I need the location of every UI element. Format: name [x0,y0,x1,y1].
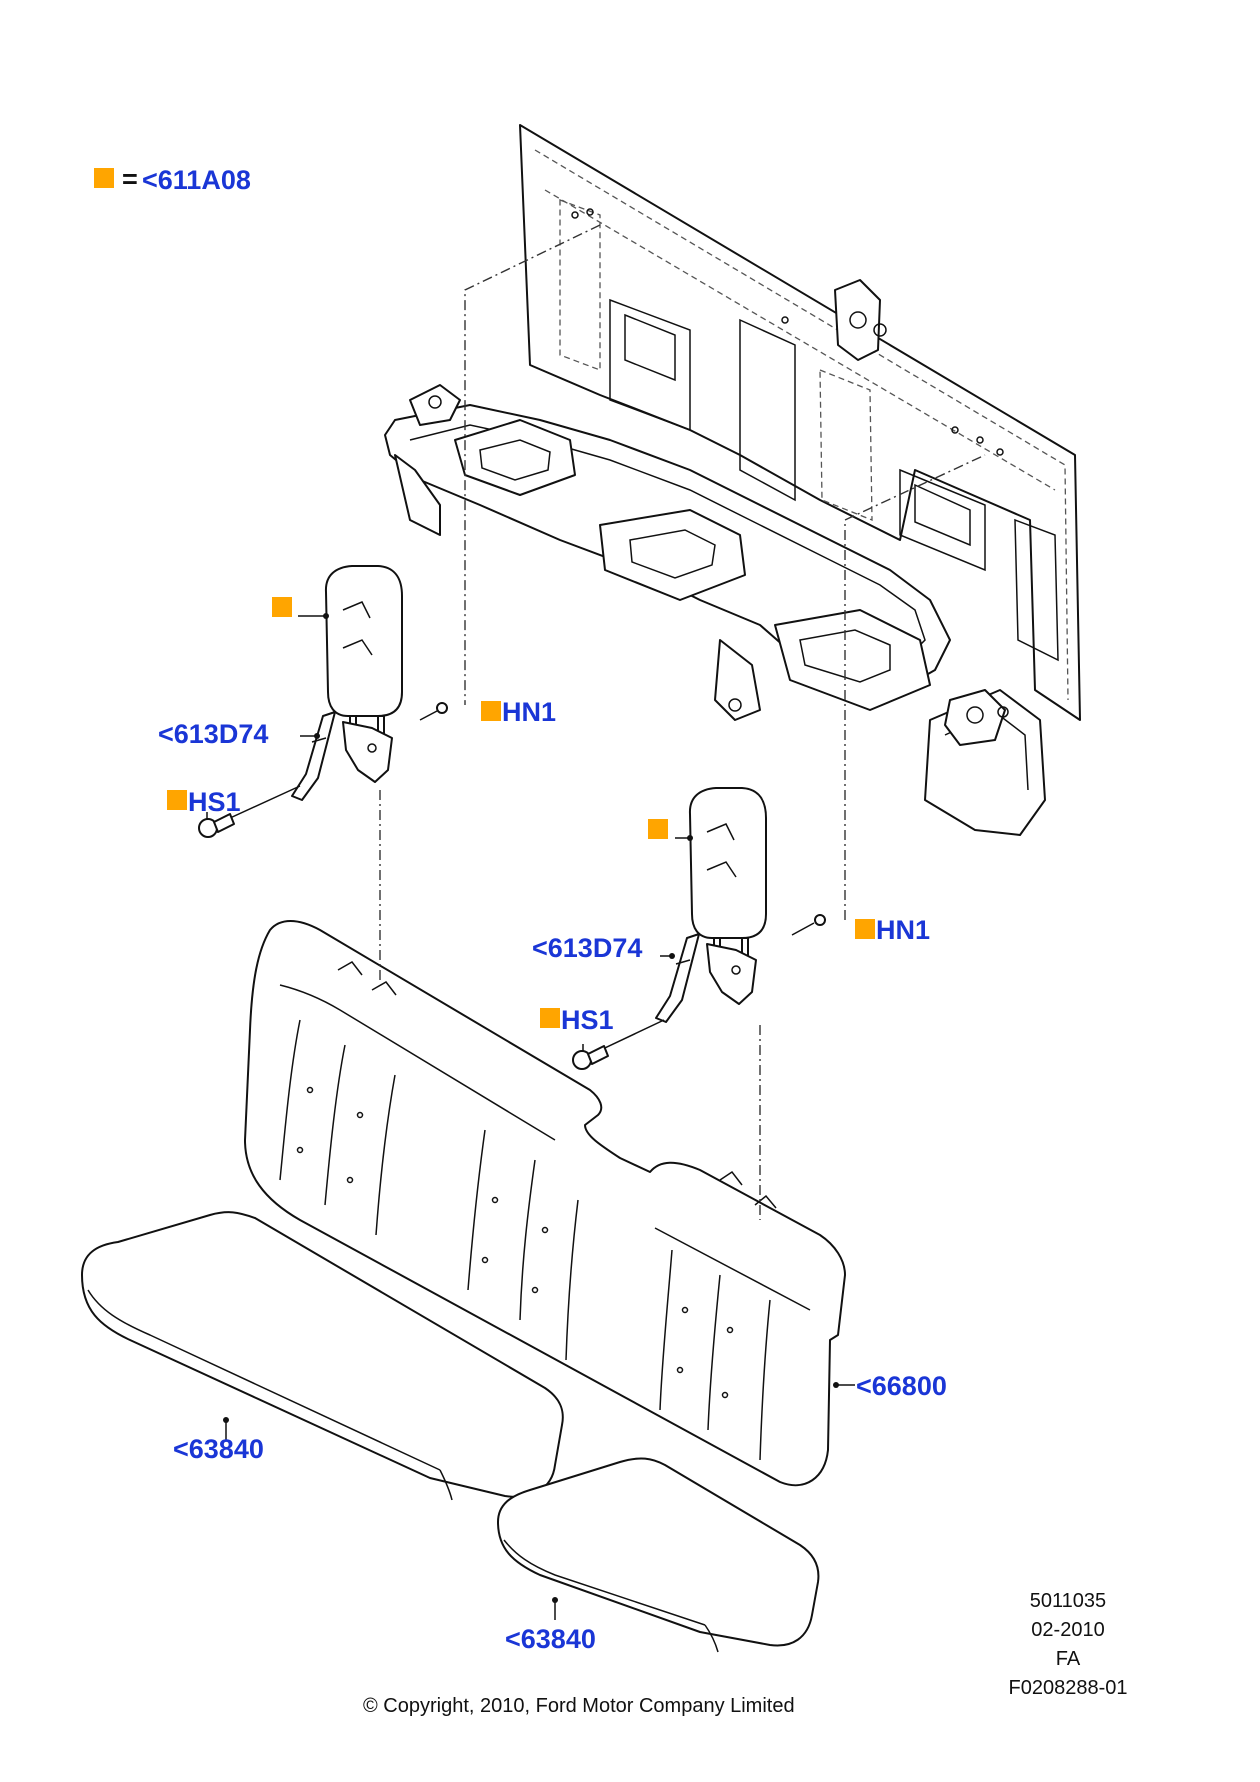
leader-lines [206,613,855,1620]
label-63840-right: <63840 [505,1624,596,1654]
meta-date: 02-2010 [1031,1619,1104,1641]
seat-frame-assembly [384,124,1081,836]
meta-code: FA [1056,1648,1081,1670]
bracket-613d74-left [291,711,336,801]
meta-block: 5011035 02-2010 FA F0208288-01 © Copyrig… [363,1590,1127,1717]
seat-back [244,920,846,1487]
marker-hs1-left [167,790,187,810]
screw-hs1-right [572,1019,665,1070]
bracket-613d74-right [655,933,700,1023]
headrest-right [688,787,767,1005]
seat-cushion-right [497,1457,820,1653]
legend-marker [94,168,114,188]
label-613d74-left: <613D74 [158,719,268,749]
label-hn1-left: HN1 [502,697,556,727]
marker-hn1-right [855,919,875,939]
label-hs1-right: HS1 [561,1005,614,1035]
labels: = <611A08 HN1 <613D74 HS1 HN1 <613D74 HS… [94,164,947,1654]
marker-hn1-left [481,701,501,721]
meta-figure: F0208288-01 [1009,1677,1128,1699]
marker-headrest-right [648,819,668,839]
screw-hs1-left [198,785,301,838]
nut-hn1-left [419,702,448,721]
marker-headrest-left [272,597,292,617]
label-613d74-right: <613D74 [532,933,642,963]
headrest-left [324,565,403,783]
marker-hs1-right [540,1008,560,1028]
legend-code: <611A08 [142,165,251,195]
nut-hn1-right [791,914,826,936]
meta-number: 5011035 [1030,1590,1106,1612]
label-66800: <66800 [856,1371,947,1401]
label-63840-left: <63840 [173,1434,264,1464]
copyright: © Copyright, 2010, Ford Motor Company Li… [363,1695,795,1717]
seat-cushion-left [81,1211,564,1501]
legend-equals: = [122,164,138,194]
label-hs1-left: HS1 [188,787,241,817]
label-hn1-right: HN1 [876,915,930,945]
alignment-lines [379,224,986,1220]
